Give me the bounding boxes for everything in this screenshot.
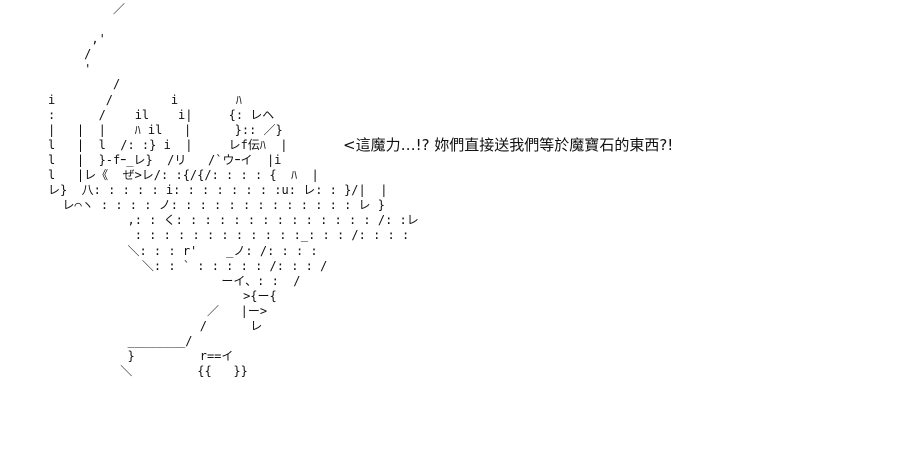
- ascii-art-line: レ⌒ヽ : : : : ノ: : : : : : : : : : : : : レ…: [48, 198, 385, 213]
- ascii-art-line: : / il i| {: レヘ: [48, 107, 275, 122]
- ascii-art-line: ＼: : ` : : : : : /: : : /: [48, 258, 328, 273]
- ascii-art-line: ,: : く: : : : : : : : : : : : : : /: :レ: [48, 213, 419, 228]
- ascii-art-line: ／: [48, 2, 126, 16]
- ascii-art-line: } r==イ: [48, 349, 234, 364]
- ascii-art-line: l | }-fｰ_レ} /リ /`ウｰイ |i: [48, 152, 282, 167]
- speech-text: <這魔力…!? 妳們直接送我們等於魔寶石的東西?!: [343, 136, 674, 154]
- ascii-art-line: >{ー{: [48, 288, 277, 303]
- ascii-art-character: ／ ,' / ' / i / i ﾊ : / il i| {: レヘ | | |…: [48, 2, 419, 379]
- ascii-art-line: l | l /: :} i | レf伝ﾊ |: [48, 137, 288, 152]
- ascii-art-line: l |レ《 ぜ>レ/: :{/{/: : : : { ﾊ |: [48, 168, 319, 183]
- ascii-art-line: レ} 八: : : : : i: : : : : : : :u: レ: : }/…: [48, 183, 388, 198]
- ascii-art-line: / レ: [48, 318, 263, 333]
- ascii-art-line: : : : : : : : : : : : :_: : : /: : : :: [48, 228, 410, 243]
- ascii-art-line: ／ |ー>: [48, 303, 268, 318]
- ascii-art-line: ーイ、: : /: [48, 273, 301, 288]
- ascii-art-line: ＼ {{ }}: [48, 364, 248, 379]
- ascii-art-line: /: [48, 77, 121, 92]
- ascii-art-line: ,': [48, 32, 106, 47]
- ascii-art-line: /: [48, 47, 92, 62]
- ascii-art-line: | | | ﾊ il | }:: ／}: [48, 122, 283, 137]
- ascii-art-line: ': [48, 62, 92, 77]
- ascii-art-line: ＼: : : r' _ノ: /: : : :: [48, 243, 318, 258]
- ascii-art-line: i / i ﾊ: [48, 92, 242, 107]
- ascii-art-line: ________/: [48, 334, 193, 349]
